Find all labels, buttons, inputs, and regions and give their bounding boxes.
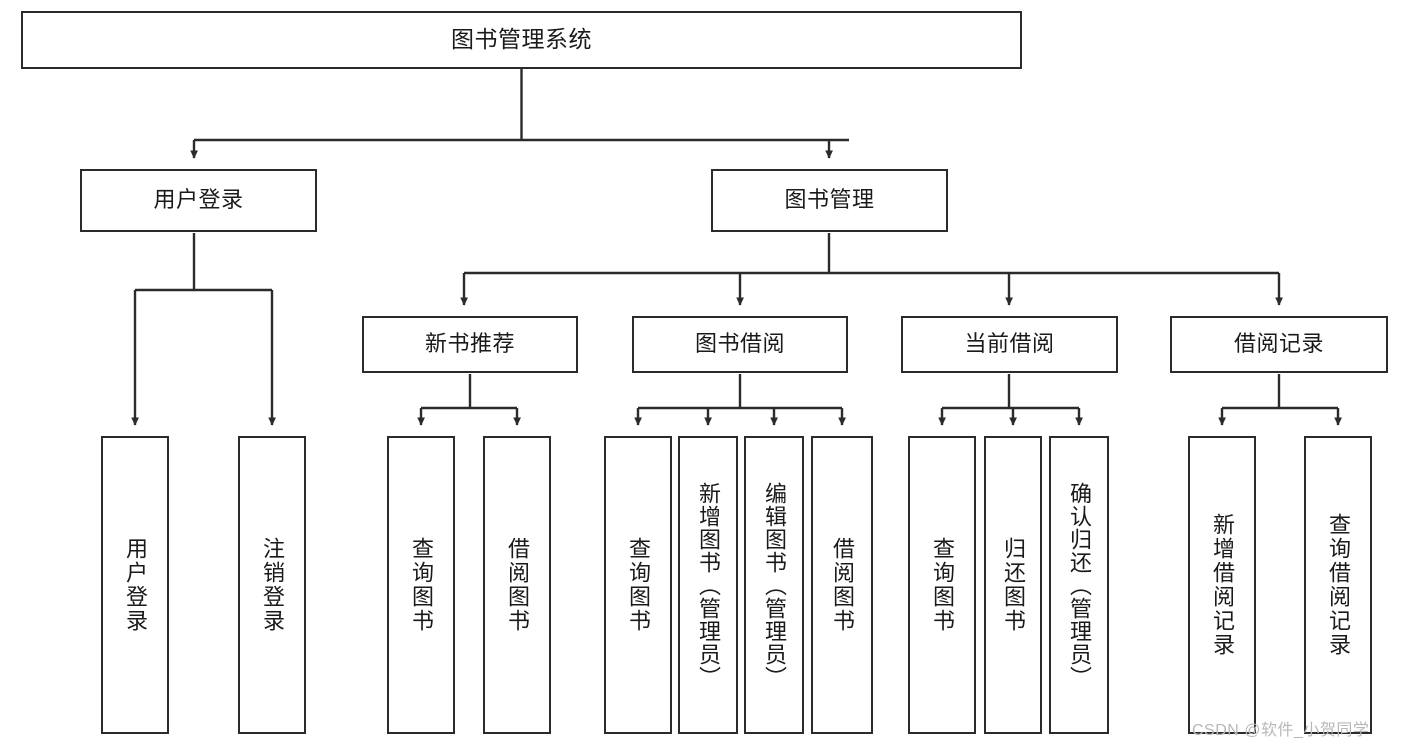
node-label: 图书管理 [784, 187, 875, 213]
node-label: 归还图书 [1000, 537, 1026, 633]
leaf-query-book-recommend[interactable]: 查询图书 [387, 436, 455, 734]
node-label: 借阅记录 [1233, 331, 1324, 357]
node-label: 借阅图书 [829, 537, 855, 633]
node-label: 新增图书（管理员） [695, 481, 721, 689]
watermark-text: CSDN @软件_小贺同学 [1192, 722, 1370, 739]
node-label: 注销登录 [259, 537, 285, 633]
node-label: 图书借阅 [694, 331, 785, 357]
leaf-return-book[interactable]: 归还图书 [984, 436, 1042, 734]
node-book-borrow[interactable]: 图书借阅 [632, 316, 848, 373]
leaf-add-book-admin[interactable]: 新增图书（管理员） [678, 436, 738, 734]
node-book-management[interactable]: 图书管理 [711, 169, 948, 232]
leaf-user-login[interactable]: 用户登录 [101, 436, 169, 734]
node-label: 确认归还（管理员） [1066, 481, 1092, 689]
node-borrow-record[interactable]: 借阅记录 [1170, 316, 1388, 373]
node-root-system[interactable]: 图书管理系统 [21, 11, 1022, 69]
leaf-confirm-return-admin[interactable]: 确认归还（管理员） [1049, 436, 1109, 734]
leaf-query-book-borrow[interactable]: 查询图书 [604, 436, 672, 734]
leaf-user-logout[interactable]: 注销登录 [238, 436, 306, 734]
node-user-login[interactable]: 用户登录 [80, 169, 317, 232]
node-label: 查询借阅记录 [1325, 513, 1351, 657]
leaf-query-borrow-record[interactable]: 查询借阅记录 [1304, 436, 1372, 734]
node-label: 新增借阅记录 [1209, 513, 1235, 657]
leaf-add-borrow-record[interactable]: 新增借阅记录 [1188, 436, 1256, 734]
node-new-book-recommend[interactable]: 新书推荐 [362, 316, 578, 373]
leaf-edit-book-admin[interactable]: 编辑图书（管理员） [744, 436, 804, 734]
leaf-borrow-book[interactable]: 借阅图书 [811, 436, 873, 734]
node-label: 当前借阅 [964, 331, 1055, 357]
node-label: 图书管理系统 [451, 26, 592, 53]
node-label: 借阅图书 [504, 537, 530, 633]
node-label: 查询图书 [929, 537, 955, 633]
node-label: 新书推荐 [424, 331, 515, 357]
node-current-borrow[interactable]: 当前借阅 [901, 316, 1118, 373]
node-label: 用户登录 [122, 537, 148, 633]
node-label: 查询图书 [625, 537, 651, 633]
node-label: 查询图书 [408, 537, 434, 633]
leaf-query-book-current[interactable]: 查询图书 [908, 436, 976, 734]
node-label: 编辑图书（管理员） [761, 481, 787, 689]
leaf-borrow-book-recommend[interactable]: 借阅图书 [483, 436, 551, 734]
node-label: 用户登录 [153, 187, 244, 213]
